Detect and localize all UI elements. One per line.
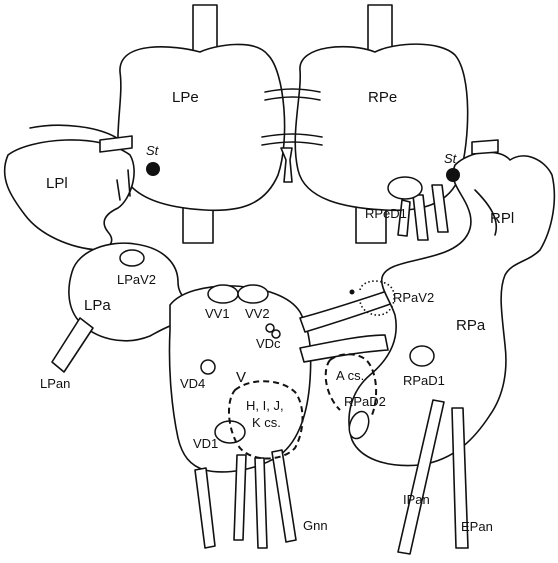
label-vd1: VD1 (193, 436, 218, 451)
label-gnn: Gnn (303, 518, 328, 533)
label-vdc: VDc (256, 336, 281, 351)
label-ipan: IPan (403, 492, 430, 507)
label-vv1: VV1 (205, 306, 230, 321)
label-rpe: RPe (368, 89, 397, 106)
label-vv2: VV2 (245, 306, 270, 321)
left-pedal-ganglion (118, 5, 285, 243)
label-rped1: RPeD1 (365, 206, 407, 221)
label-st-left: St (146, 143, 160, 158)
left-pleural-ganglion (5, 140, 134, 250)
neuron-vv2 (238, 285, 268, 303)
label-rpad2: RPaD2 (344, 394, 386, 409)
label-lpe: LPe (172, 89, 199, 106)
label-a-cs: A cs. (336, 368, 364, 383)
statocyst-left (146, 162, 160, 176)
neuron-vd1 (215, 421, 245, 443)
label-lpl: LPl (46, 175, 68, 192)
label-lpa: LPa (84, 297, 111, 314)
label-st-right: St (444, 151, 458, 166)
statocyst-right (446, 168, 460, 182)
label-epan: EPan (461, 519, 493, 534)
label-hijk-line2: K cs. (252, 415, 281, 430)
label-rpad1: RPaD1 (403, 373, 445, 388)
left-parietal-nerve (52, 318, 93, 372)
interpedal-connective (281, 148, 292, 182)
label-rpa: RPa (456, 317, 486, 334)
label-v: V (236, 369, 246, 386)
neuron-lpav2 (120, 250, 144, 266)
neuron-vd4 (201, 360, 215, 374)
neuron-rpad1 (410, 346, 434, 366)
label-lpan: LPan (40, 376, 70, 391)
label-vd4: VD4 (180, 376, 205, 391)
neuron-vv1 (208, 285, 238, 303)
label-lpav2: LPaV2 (117, 272, 156, 287)
neuron-rped1 (388, 177, 422, 199)
label-rpav2: RPaV2 (393, 290, 434, 305)
label-hijk-line1: H, I, J, (246, 398, 284, 413)
label-rpl: RPl (490, 210, 514, 227)
